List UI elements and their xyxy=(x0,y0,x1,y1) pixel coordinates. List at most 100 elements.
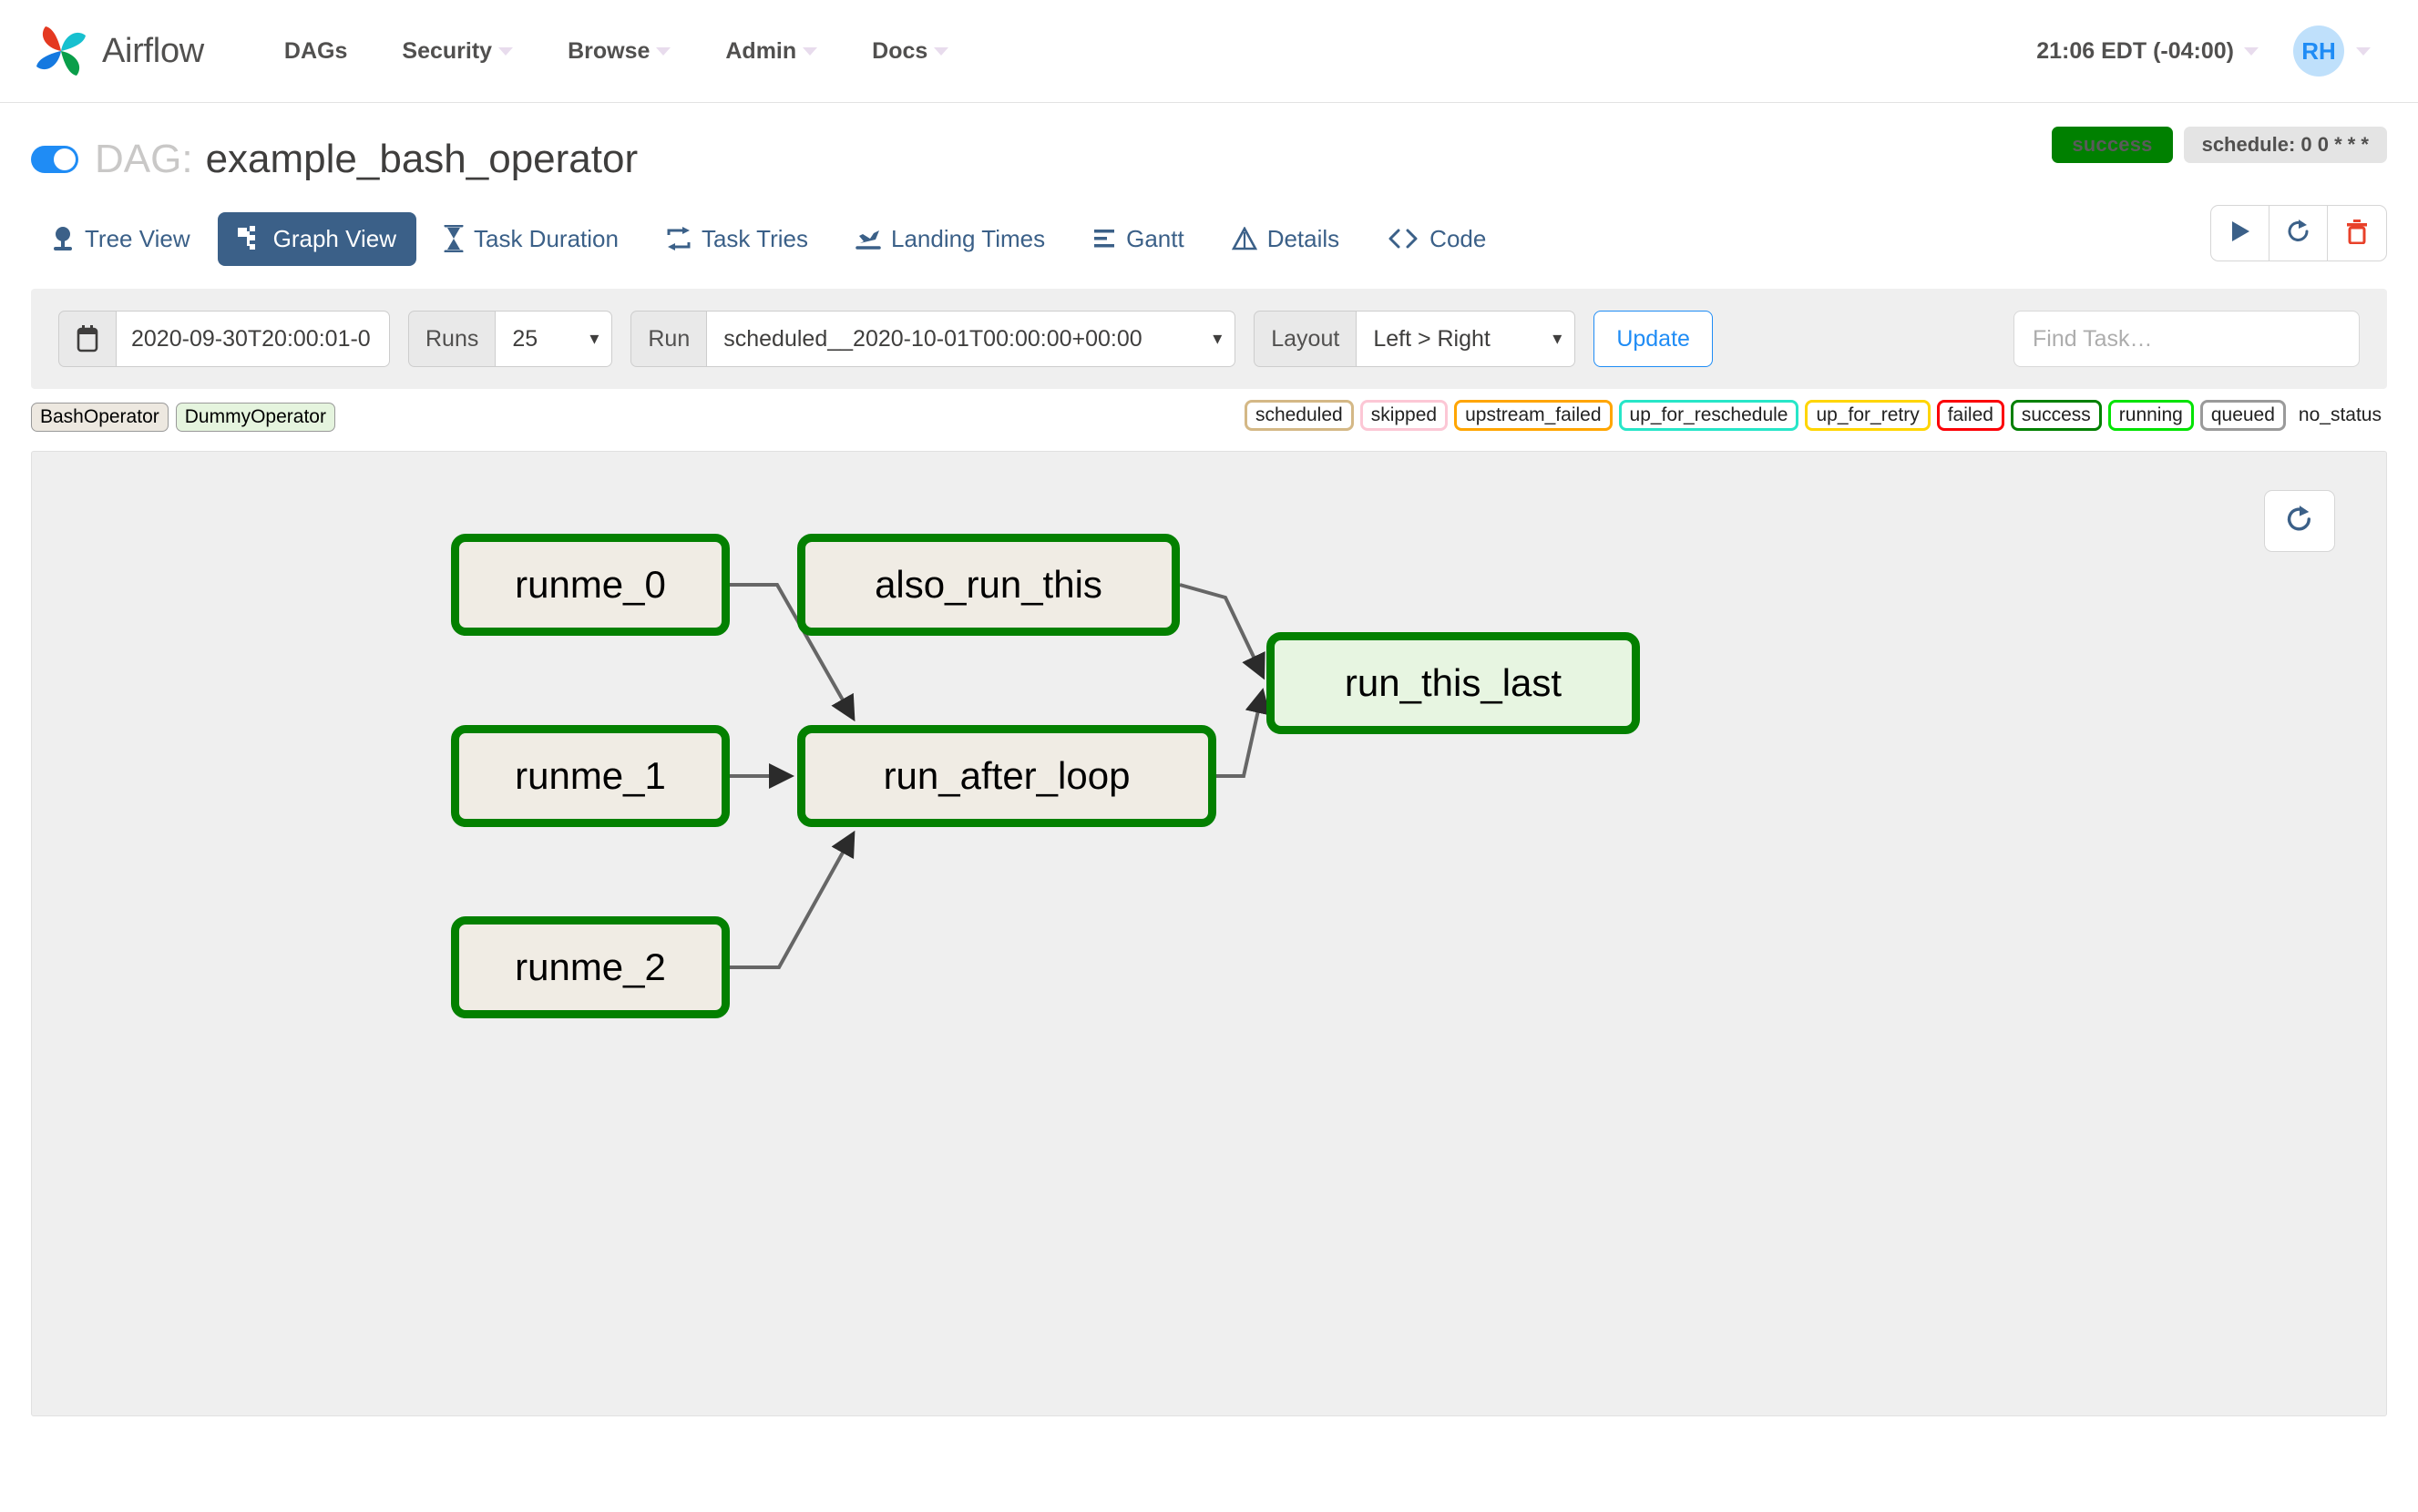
layout-select[interactable]: Left > Right ▾ xyxy=(1357,311,1576,367)
chevron-down-icon xyxy=(498,46,514,56)
nav-item-label: DAGs xyxy=(283,37,348,64)
brand-logo[interactable]: Airflow xyxy=(33,23,204,79)
chevron-down-icon xyxy=(656,46,671,56)
refresh-button[interactable] xyxy=(2269,206,2328,261)
dag-node-label: run_after_loop xyxy=(883,754,1131,797)
dag-action-buttons xyxy=(2210,205,2387,261)
dag-node-label: run_this_last xyxy=(1344,661,1562,704)
tab-task-tries[interactable]: Task Tries xyxy=(646,212,828,266)
refresh-icon xyxy=(2286,219,2311,249)
tab-landing-times[interactable]: Landing Times xyxy=(835,212,1065,266)
status-legend-upstream-failed[interactable]: upstream_failed xyxy=(1454,400,1613,431)
status-legend-scheduled[interactable]: scheduled xyxy=(1244,400,1354,431)
tab-graph-view[interactable]: Graph View xyxy=(217,211,416,266)
tab-label: Tree View xyxy=(85,224,190,252)
chevron-down-icon: ▾ xyxy=(589,329,599,349)
tab-details[interactable]: Details xyxy=(1212,212,1359,266)
tab-gantt[interactable]: Gantt xyxy=(1072,212,1204,266)
gantt-icon xyxy=(1092,227,1116,250)
tab-label: Task Duration xyxy=(473,224,619,252)
nav-item-label: Docs xyxy=(872,37,928,64)
calendar-icon xyxy=(76,325,99,352)
chevron-down-icon xyxy=(803,46,818,56)
status-legend: scheduled skipped upstream_failed up_for… xyxy=(1244,400,2392,431)
dag-pause-toggle[interactable] xyxy=(31,146,78,173)
tab-code[interactable]: Code xyxy=(1367,212,1506,266)
graph-icon xyxy=(237,226,263,251)
navbar-right: 21:06 EDT (-04:00) RH xyxy=(2022,26,2385,77)
run-label: Run xyxy=(630,311,708,367)
layout-value: Left > Right xyxy=(1373,325,1491,352)
status-legend-queued[interactable]: queued xyxy=(2199,400,2286,431)
dag-node-also-run-this[interactable]: also_run_this xyxy=(797,534,1180,636)
user-menu[interactable]: RH xyxy=(2273,26,2385,77)
delete-dag-button[interactable] xyxy=(2328,206,2386,261)
dag-node-run-after-loop[interactable]: run_after_loop xyxy=(797,725,1216,827)
brand-name: Airflow xyxy=(102,31,204,70)
operator-tag-dummyoperator[interactable]: DummyOperator xyxy=(175,403,335,432)
trash-icon xyxy=(2345,219,2369,249)
nav-item-security[interactable]: Security xyxy=(374,29,540,74)
hourglass-icon xyxy=(444,225,464,252)
dag-node-runme-0[interactable]: runme_0 xyxy=(451,534,730,636)
dag-node-runme-2[interactable]: runme_2 xyxy=(451,916,730,1018)
dag-graph-canvas[interactable]: runme_0 also_run_this runme_1 run_after_… xyxy=(31,451,2387,1416)
nav-item-docs[interactable]: Docs xyxy=(845,29,976,74)
tab-tree-view[interactable]: Tree View xyxy=(31,212,210,266)
airflow-pinwheel-icon xyxy=(33,23,89,79)
tab-label: Details xyxy=(1266,224,1340,252)
graph-refresh-button[interactable] xyxy=(2264,490,2335,552)
timezone-selector[interactable]: 21:06 EDT (-04:00) xyxy=(2022,29,2273,74)
nav-item-browse[interactable]: Browse xyxy=(540,29,698,74)
code-icon xyxy=(1387,228,1419,250)
tab-label: Landing Times xyxy=(890,224,1046,252)
chevron-down-icon xyxy=(2356,46,2371,56)
landing-icon xyxy=(856,227,881,250)
tab-label: Gantt xyxy=(1126,224,1184,252)
layout-label: Layout xyxy=(1254,311,1358,367)
update-button[interactable]: Update xyxy=(1593,311,1713,367)
legend-row: BashOperator DummyOperator scheduled ski… xyxy=(0,389,2418,434)
base-date-group: 2020-09-30T20:00:01-0 xyxy=(58,311,390,367)
chevron-down-icon xyxy=(934,46,949,56)
schedule-badge[interactable]: schedule: 0 0 * * * xyxy=(2183,127,2387,163)
status-legend-no-status[interactable]: no_status xyxy=(2298,404,2382,425)
nav-item-admin[interactable]: Admin xyxy=(698,29,845,74)
retry-icon xyxy=(666,227,692,250)
status-legend-skipped[interactable]: skipped xyxy=(1359,400,1449,431)
avatar: RH xyxy=(2293,26,2344,77)
dag-node-run-this-last[interactable]: run_this_last xyxy=(1266,632,1640,734)
trigger-dag-button[interactable] xyxy=(2211,206,2269,261)
nav-menu: DAGs Security Browse Admin Docs xyxy=(257,29,976,74)
status-legend-success[interactable]: success xyxy=(2010,400,2102,431)
nav-item-label: Admin xyxy=(725,37,797,64)
operator-tag-bashoperator[interactable]: BashOperator xyxy=(31,403,169,432)
tab-label: Code xyxy=(1429,224,1487,252)
dag-run-select[interactable]: scheduled__2020-10-01T00:00:00+00:00 ▾ xyxy=(707,311,1236,367)
nav-item-dags[interactable]: DAGs xyxy=(257,29,374,74)
status-legend-up-for-reschedule[interactable]: up_for_reschedule xyxy=(1618,400,1799,431)
num-runs-select[interactable]: 25 ▾ xyxy=(496,311,613,367)
status-legend-failed[interactable]: failed xyxy=(1936,400,2004,431)
dag-node-runme-1[interactable]: runme_1 xyxy=(451,725,730,827)
find-task-input[interactable]: Find Task… xyxy=(2013,311,2360,367)
base-date-input[interactable]: 2020-09-30T20:00:01-0 xyxy=(117,311,390,367)
calendar-button[interactable] xyxy=(58,311,117,367)
dag-prefix-label: DAG: xyxy=(95,137,193,181)
tree-icon xyxy=(51,226,75,251)
tab-label: Task Tries xyxy=(701,224,808,252)
num-runs-value: 25 xyxy=(512,325,538,352)
timezone-label: 21:06 EDT (-04:00) xyxy=(2036,37,2234,64)
play-icon xyxy=(2229,220,2251,248)
chevron-down-icon: ▾ xyxy=(1213,329,1223,349)
status-badge: success xyxy=(2052,127,2173,163)
chevron-down-icon: ▾ xyxy=(1552,329,1562,349)
status-legend-running[interactable]: running xyxy=(2107,400,2194,431)
dag-node-label: runme_2 xyxy=(515,945,666,988)
nav-item-label: Browse xyxy=(568,37,651,64)
tab-task-duration[interactable]: Task Duration xyxy=(424,212,639,266)
refresh-icon xyxy=(2285,505,2314,538)
view-tabs: Tree View Graph View Task Duration Task … xyxy=(0,190,2418,274)
status-legend-up-for-retry[interactable]: up_for_retry xyxy=(1805,400,1931,431)
top-navbar: Airflow DAGs Security Browse Admin Docs … xyxy=(0,0,2418,103)
